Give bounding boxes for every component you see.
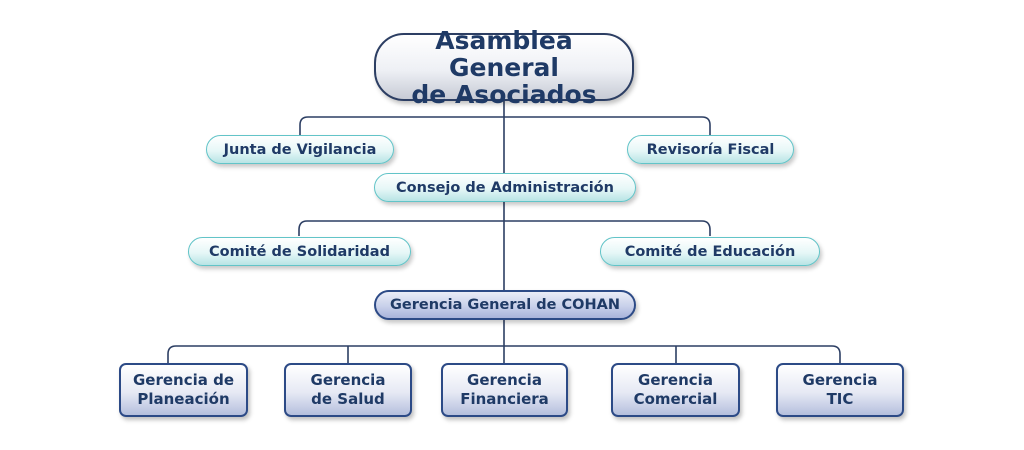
dept-salud-line2: de Salud [311,390,385,408]
node-solidaridad-label: Comité de Solidaridad [209,243,390,260]
dept-financiera-line2: Financiera [460,390,549,408]
dept-tic-line1: Gerencia [802,371,878,389]
dept-tic-line2: TIC [826,390,854,408]
node-comite-de-solidaridad: Comité de Solidaridad [188,237,411,266]
dept-planeacion-line1: Gerencia de [132,371,235,389]
dept-salud-line1: Gerencia [310,371,386,389]
node-junta-label: Junta de Vigilancia [223,141,377,158]
dept-comercial-line1: Gerencia [638,371,713,389]
node-gerencia-general-label: Gerencia General de COHAN [389,297,620,313]
node-gerencia-financiera: Gerencia Financiera [441,363,568,417]
node-junta-de-vigilancia: Junta de Vigilancia [206,135,394,164]
node-gerencia-salud: Gerencia de Salud [284,363,412,417]
node-consejo-label: Consejo de Administración [396,179,614,196]
node-asamblea-line2: de Asociados [411,79,597,109]
node-gerencia-general: Gerencia General de COHAN [374,290,636,320]
dept-comercial-line2: Comercial [633,390,718,408]
node-gerencia-comercial: Gerencia Comercial [611,363,740,417]
node-educacion-label: Comité de Educación [624,243,796,260]
node-revisoria-label: Revisoría Fiscal [646,141,775,158]
branch-oversight [299,116,711,135]
dept-planeacion-line2: Planeación [137,390,230,408]
node-consejo-de-administracion: Consejo de Administración [374,173,636,202]
node-asamblea-general: Asamblea General de Asociados [374,27,634,108]
node-comite-de-educacion: Comité de Educación [600,237,820,266]
branch-committees [298,220,711,236]
dept-financiera-line1: Gerencia [467,371,542,389]
node-asamblea-line1: Asamblea General [435,25,573,82]
node-gerencia-tic: Gerencia TIC [776,363,904,417]
node-gerencia-planeacion: Gerencia de Planeación [119,363,248,417]
node-revisoria-fiscal: Revisoría Fiscal [627,135,794,164]
